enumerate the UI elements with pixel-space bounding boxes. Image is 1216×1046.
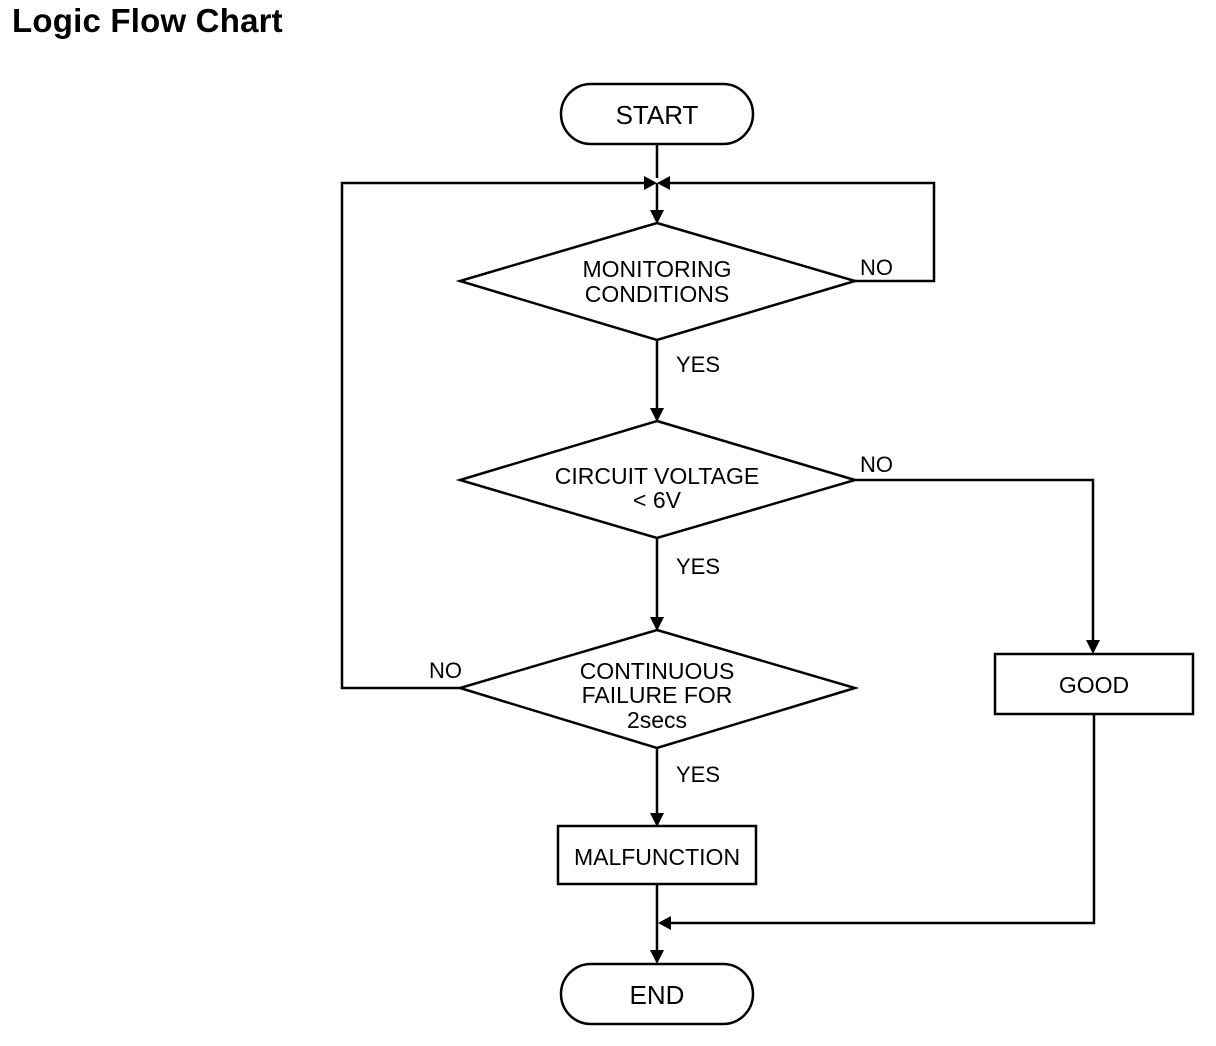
arrowhead — [650, 813, 664, 827]
decision-label-line: 2secs — [627, 707, 687, 733]
edge-label-no: NO — [860, 255, 893, 280]
edge-label-yes: YES — [676, 762, 720, 787]
edge-label-no: NO — [429, 658, 462, 683]
arrowhead — [658, 916, 671, 930]
end-label: END — [630, 980, 685, 1010]
start-terminator: START — [559, 82, 755, 146]
start-label: START — [616, 100, 699, 130]
arrowhead — [650, 210, 664, 224]
circuit-voltage-decision: CIRCUIT VOLTAGE < 6V — [455, 419, 860, 540]
arrowhead — [650, 617, 664, 631]
edge-good-to-end — [670, 714, 1096, 925]
decision-label-line: < 6V — [633, 487, 682, 513]
decision-label-line: CONDITIONS — [585, 281, 729, 307]
end-terminator: END — [559, 962, 755, 1026]
arrowhead — [650, 950, 664, 964]
arrowhead — [1086, 640, 1100, 654]
decision-label-line: FAILURE FOR — [582, 682, 733, 708]
continuous-failure-decision: CONTINUOUS FAILURE FOR 2secs — [455, 628, 860, 750]
edge-label-no: NO — [860, 452, 893, 477]
edge-monitoring-no-loop — [668, 181, 936, 283]
page-title: Logic Flow Chart — [12, 2, 283, 39]
arrowhead — [657, 176, 670, 190]
decision-label-line: CIRCUIT VOLTAGE — [555, 463, 759, 489]
edge-continuous-no-loop — [340, 181, 645, 690]
good-label: GOOD — [1059, 672, 1129, 698]
arrowhead — [650, 408, 664, 422]
malfunction-label: MALFUNCTION — [574, 844, 740, 870]
edge-circuit-no — [855, 478, 1095, 642]
edge-label-yes: YES — [676, 554, 720, 579]
decision-label-line: MONITORING — [582, 256, 731, 282]
decision-label-line: CONTINUOUS — [580, 658, 735, 684]
good-box: GOOD — [993, 652, 1195, 716]
edge-label-yes: YES — [676, 352, 720, 377]
arrowhead — [644, 176, 657, 190]
malfunction-box: MALFUNCTION — [556, 824, 758, 886]
monitoring-conditions-decision: MONITORING CONDITIONS — [455, 221, 860, 342]
